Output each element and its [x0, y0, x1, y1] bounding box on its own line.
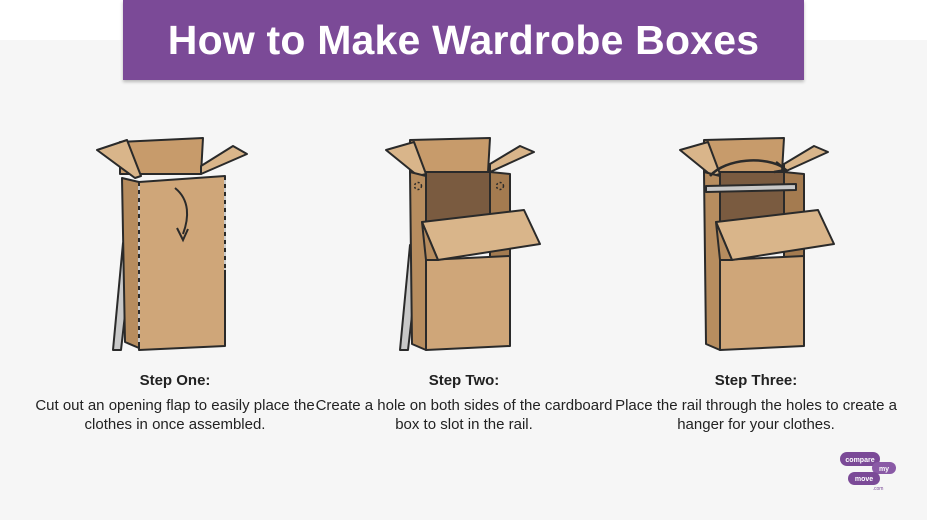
step-one: Step One: Cut out an opening flap to eas…	[25, 110, 325, 440]
title-banner: How to Make Wardrobe Boxes	[123, 0, 804, 80]
page-title: How to Make Wardrobe Boxes	[167, 16, 760, 63]
step-one-description: Cut out an opening flap to easily place …	[35, 397, 315, 433]
logo-text-move: move	[855, 476, 873, 483]
compare-my-move-logo: compare my move .com	[840, 452, 896, 492]
step-one-title: Step One:	[139, 372, 211, 389]
box-with-rail-illustration	[679, 137, 835, 351]
step-two: Step Two: Create a hole on both sides of…	[314, 110, 614, 440]
step-two-title: Step Two:	[428, 372, 500, 389]
logo-text-my: my	[879, 466, 889, 473]
step-three-description: Place the rail through the holes to crea…	[615, 397, 897, 433]
logo-text-com: .com	[873, 486, 884, 492]
step-three-title: Step Three:	[714, 372, 798, 389]
box-with-cut-line-illustration	[96, 137, 248, 351]
step-three: Step Three: Place the rail through the h…	[606, 110, 906, 440]
step-two-description: Create a hole on both sides of the cardb…	[315, 397, 613, 433]
logo-text-compare: compare	[845, 457, 874, 464]
box-with-holes-illustration	[385, 137, 541, 351]
